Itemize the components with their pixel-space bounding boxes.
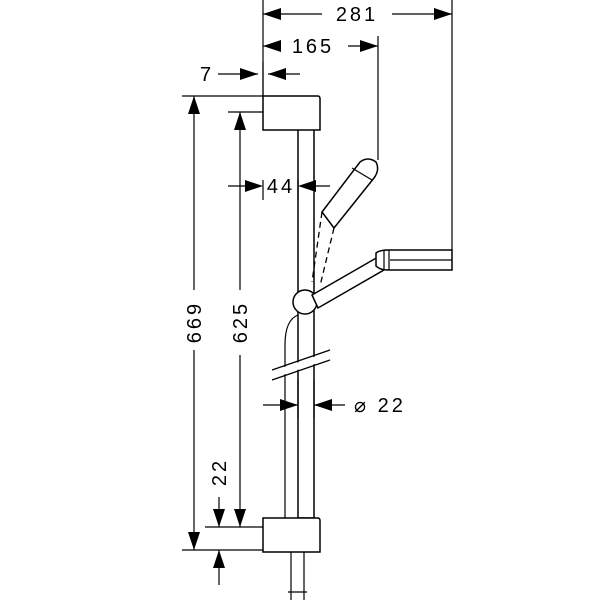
hand-shower bbox=[311, 249, 453, 310]
break-mark bbox=[270, 349, 332, 381]
dim-bar-diameter: ⌀ 22 bbox=[354, 395, 406, 417]
dim-handshower-offset: 165 bbox=[292, 36, 334, 58]
shower-rail-assembly bbox=[262, 95, 453, 600]
dim-bar-length: 625 bbox=[230, 301, 252, 343]
dim-total-height: 669 bbox=[184, 301, 206, 343]
bottom-wall-bracket bbox=[262, 517, 321, 553]
dim-bar-spacing: 44 bbox=[267, 176, 295, 198]
top-wall-bracket bbox=[262, 95, 321, 131]
dim-top-bracket-offset: 7 bbox=[200, 64, 214, 86]
hose bbox=[288, 552, 307, 600]
dimension-lines bbox=[182, 0, 453, 585]
hand-shower-tilted bbox=[311, 158, 379, 287]
dim-overall-width: 281 bbox=[336, 4, 378, 26]
hose-curve bbox=[284, 314, 299, 518]
dim-bottom-bracket: 22 bbox=[209, 458, 231, 486]
dimension-labels: 281 165 7 44 669 625 22 ⌀ 22 bbox=[184, 4, 406, 486]
